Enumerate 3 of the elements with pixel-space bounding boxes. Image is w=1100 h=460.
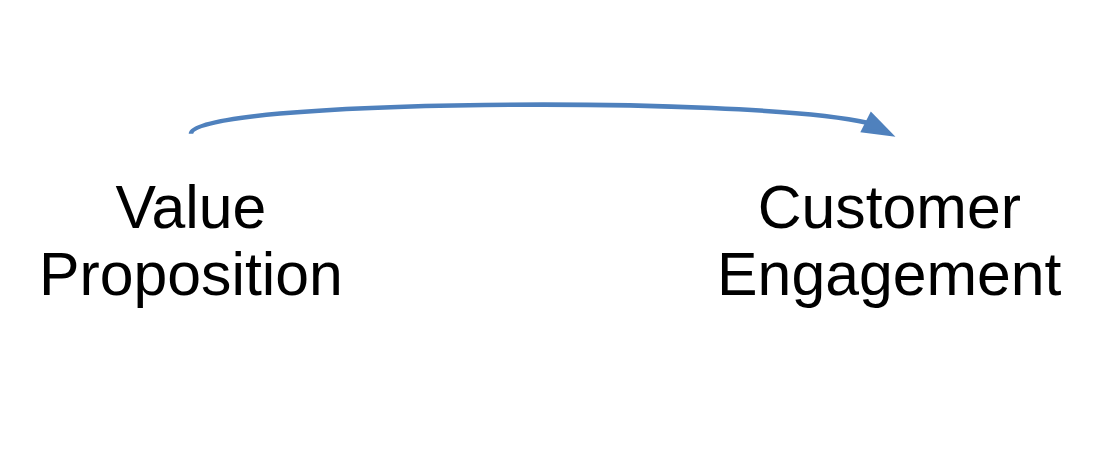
arrow <box>189 101 896 137</box>
node-text: Customer Engagement <box>717 172 1062 308</box>
node-text: Value Proposition <box>39 172 343 308</box>
